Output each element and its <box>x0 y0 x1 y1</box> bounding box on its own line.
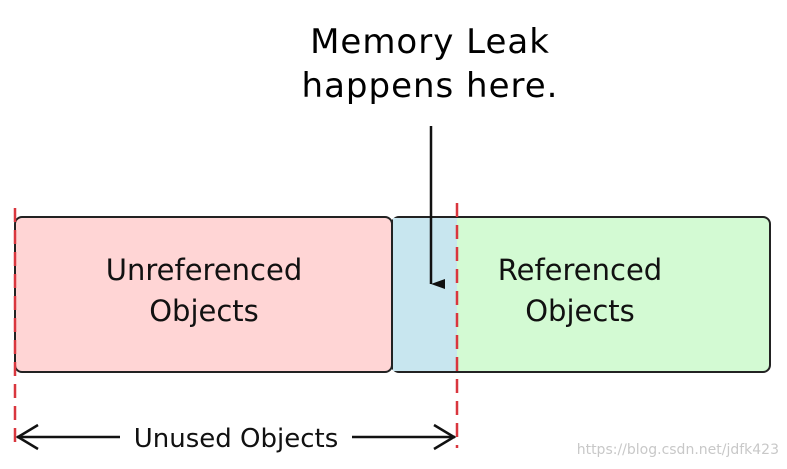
unreferenced-objects-box <box>14 216 393 373</box>
memory-leak-callout: Memory Leak happens here. <box>250 20 610 108</box>
callout-line-1: Memory Leak <box>310 22 550 62</box>
referenced-objects-label: Referenced Objects <box>458 250 702 332</box>
unused-objects-label: Unused Objects <box>120 422 352 456</box>
unreferenced-label-line-2: Objects <box>149 294 259 328</box>
referenced-label-line-1: Referenced <box>497 253 663 287</box>
callout-line-2: happens here. <box>301 66 559 106</box>
unreferenced-objects-label: Unreferenced Objects <box>16 250 392 332</box>
watermark: https://blog.csdn.net/jdfk423 <box>576 442 779 458</box>
leak-region <box>393 218 457 371</box>
unreferenced-label-line-1: Unreferenced <box>105 253 303 287</box>
referenced-label-line-2: Objects <box>525 294 635 328</box>
right-arrow-head <box>433 423 457 451</box>
left-arrow-head <box>15 423 39 451</box>
